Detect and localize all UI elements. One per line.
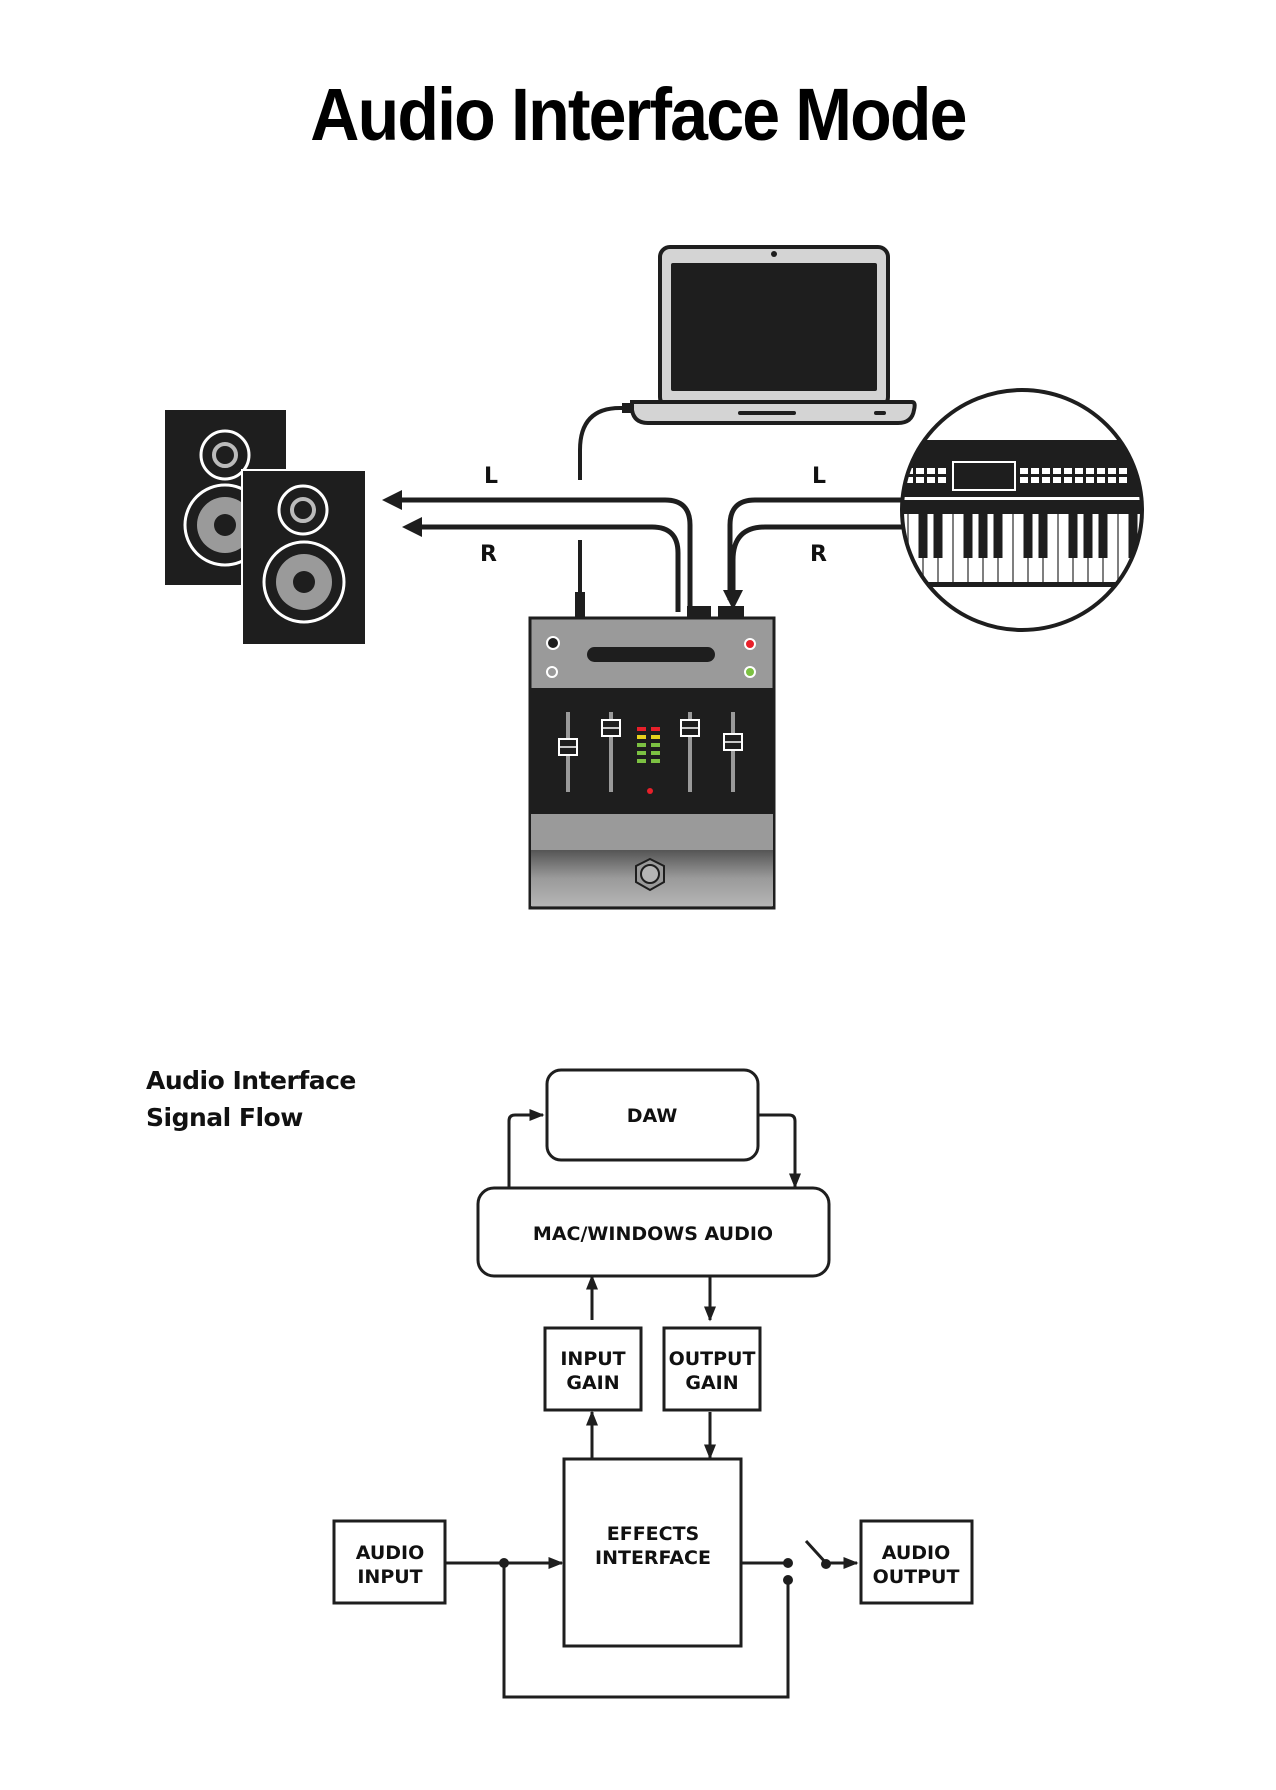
black-key <box>1144 514 1153 558</box>
signal-flow-heading-line1: Audio Interface <box>146 1066 356 1095</box>
knob-icon <box>546 636 560 650</box>
flow-node-audio-output: AUDIO OUTPUT <box>859 1519 974 1605</box>
signal-flow-heading: Audio Interface Signal Flow <box>146 1062 356 1136</box>
keyboard-synth-icon <box>900 388 1153 632</box>
flow-node-output-gain: OUTPUT GAIN <box>662 1326 762 1412</box>
synth-display <box>952 461 1016 491</box>
flow-node-daw: DAW <box>545 1068 760 1162</box>
flow-node-os-audio: MAC/WINDOWS AUDIO <box>476 1186 831 1278</box>
signal-flow-connectors <box>446 1109 859 1699</box>
daw-label: DAW <box>627 1105 678 1127</box>
black-key <box>1098 514 1108 558</box>
input-gain-label-line2: GAIN <box>566 1372 619 1394</box>
flow-node-input-gain: INPUT GAIN <box>543 1326 643 1412</box>
black-key <box>978 514 988 558</box>
display-slot <box>587 647 715 662</box>
black-key <box>1068 514 1078 558</box>
flow-node-effects-interface: EFFECTS INTERFACE <box>562 1457 743 1648</box>
led-red-icon <box>744 638 756 650</box>
black-key <box>918 514 928 558</box>
junction-dots <box>499 1558 831 1585</box>
laptop-icon <box>630 245 917 425</box>
black-key <box>1128 514 1138 558</box>
black-key <box>963 514 973 558</box>
level-meter <box>637 727 660 763</box>
black-key <box>1023 514 1033 558</box>
os-audio-label: MAC/WINDOWS AUDIO <box>533 1223 773 1245</box>
signal-flow-heading-line2: Signal Flow <box>146 1103 303 1132</box>
led-green-icon <box>744 666 756 678</box>
audio-output-label-line2: OUTPUT <box>873 1566 960 1588</box>
keyboard-right-label: R <box>810 542 827 567</box>
audio-interface-device-icon <box>528 606 776 910</box>
flow-node-audio-input: AUDIO INPUT <box>332 1519 447 1605</box>
audio-input-label-line2: INPUT <box>357 1566 422 1588</box>
output-gain-label-line1: OUTPUT <box>669 1348 756 1370</box>
page-title: Audio Interface Mode <box>310 73 967 156</box>
output-jack <box>687 606 711 618</box>
synth-buttons <box>905 468 1127 483</box>
black-key <box>993 514 1003 558</box>
black-key <box>933 514 943 558</box>
speaker-right-label: R <box>480 542 497 567</box>
effects-label-line1: EFFECTS <box>607 1523 700 1545</box>
usb-cable <box>575 403 634 620</box>
audio-output-label-line1: AUDIO <box>882 1542 951 1564</box>
effects-label-line2: INTERFACE <box>595 1547 711 1569</box>
input-jack <box>718 606 744 618</box>
input-gain-label-line1: INPUT <box>560 1348 625 1370</box>
output-gain-label-line2: GAIN <box>685 1372 738 1394</box>
audio-input-label-line1: AUDIO <box>356 1542 425 1564</box>
faders <box>558 712 743 792</box>
input-cables <box>723 497 905 610</box>
black-key <box>1038 514 1048 558</box>
black-key <box>1083 514 1093 558</box>
output-cables <box>382 490 693 612</box>
webcam-icon <box>771 251 777 257</box>
keyboard-left-label: L <box>812 464 826 489</box>
studio-monitor-right-icon <box>241 469 367 646</box>
speaker-left-label: L <box>484 464 498 489</box>
